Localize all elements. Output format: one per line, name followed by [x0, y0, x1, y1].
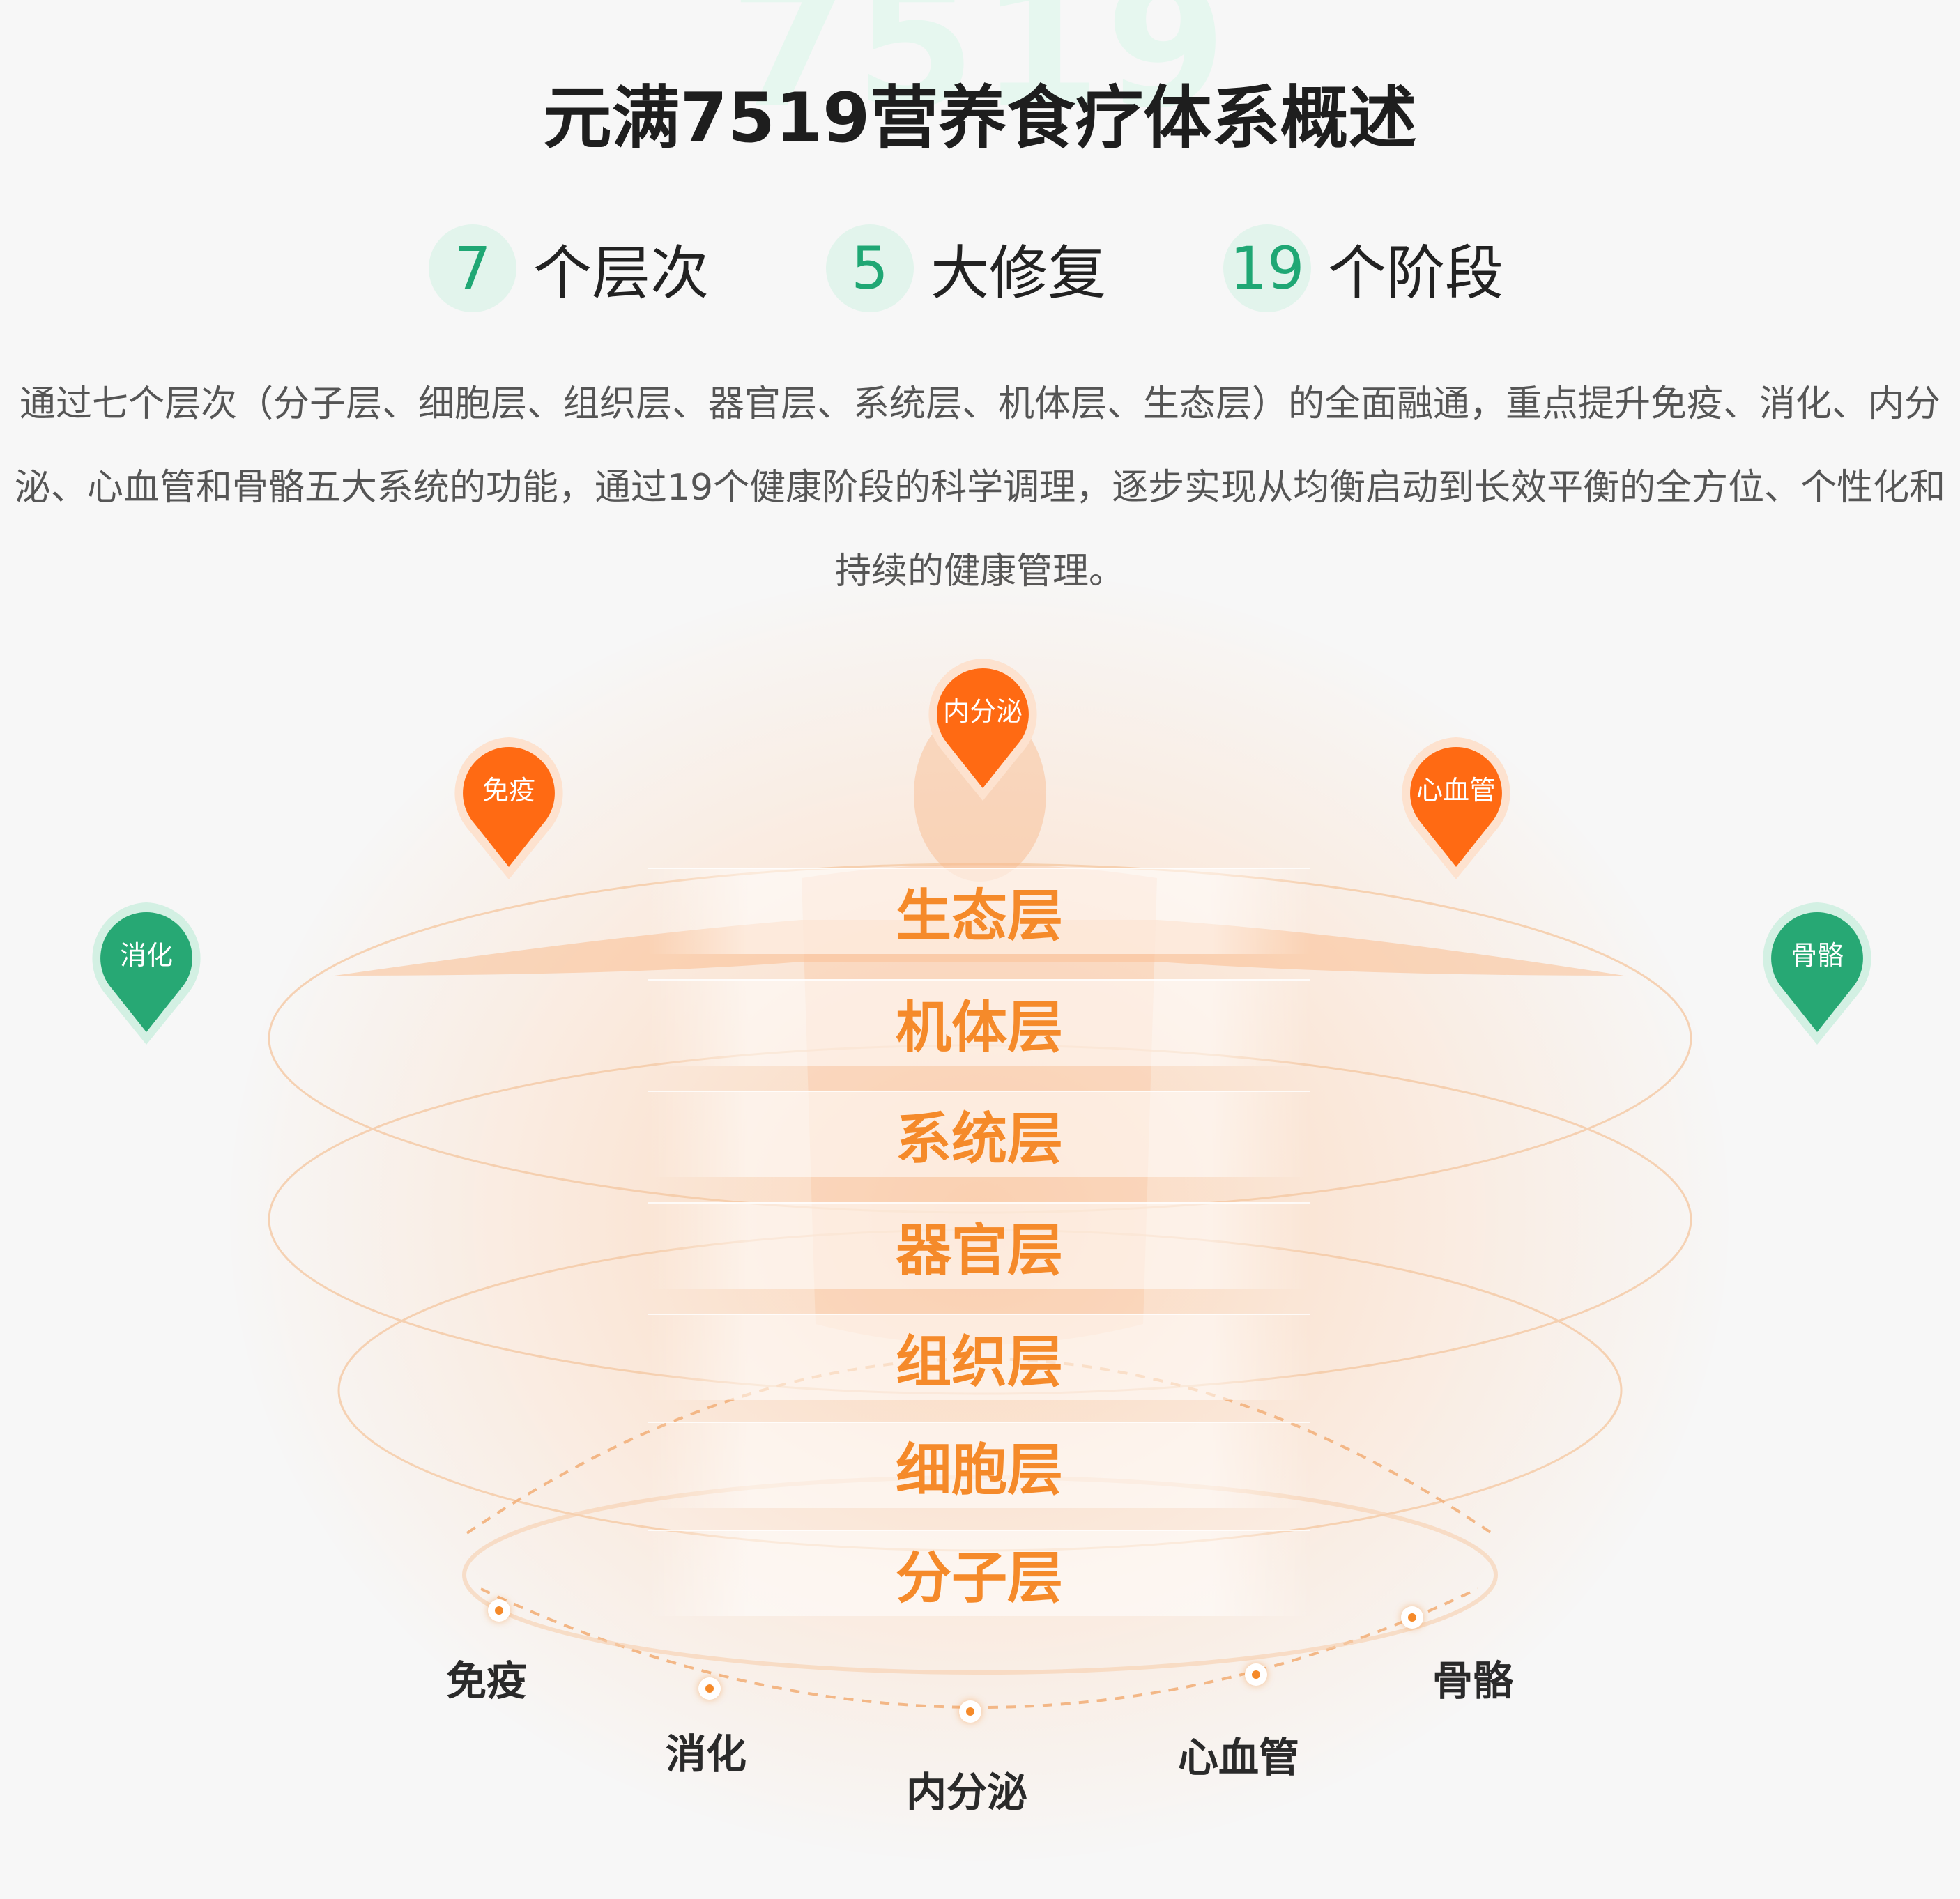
layer-label: 器官层 [896, 1218, 1063, 1283]
cycle-dot [1401, 1606, 1423, 1629]
layer-organ: 器官层 [648, 1202, 1310, 1289]
cycle-dot [488, 1599, 510, 1622]
layer-tissue: 组织层 [648, 1314, 1310, 1400]
stat-stages-value: 19 [1223, 224, 1311, 312]
page-title: 元满7519营养食疗体系概述 [543, 79, 1417, 158]
layer-cell: 细胞层 [648, 1422, 1310, 1508]
pin-label: 心血管 [1416, 775, 1496, 806]
cycle-dot [1245, 1663, 1267, 1686]
pin-skeletal: 骨骼 [1754, 895, 1880, 1052]
pin-digestion: 消化 [84, 895, 209, 1052]
stat-stages: 19 个阶段 [1223, 223, 1503, 314]
cycle-dot [698, 1677, 721, 1700]
map-pin-icon [454, 737, 563, 879]
stat-repairs: 5 大修复 [826, 223, 1106, 314]
layer-label: 细胞层 [896, 1438, 1063, 1502]
layer-system: 系统层 [648, 1091, 1310, 1177]
layer-label: 组织层 [896, 1330, 1063, 1394]
stat-repairs-value: 5 [826, 224, 914, 312]
map-pin-icon [92, 902, 201, 1045]
cycle-dot [959, 1700, 981, 1723]
layer-organism: 机体层 [648, 979, 1310, 1066]
pin-label: 免疫 [482, 775, 535, 806]
layer-molecule: 分子层 [648, 1530, 1310, 1616]
cycle-label-immune: 免疫 [446, 1657, 528, 1705]
pin-label: 内分泌 [942, 696, 1023, 727]
layer-label: 生态层 [896, 884, 1063, 948]
cycle-label-skeletal: 骨骼 [1432, 1657, 1514, 1705]
pin-cardiovascular: 心血管 [1393, 730, 1519, 886]
pin-label: 消化 [119, 940, 173, 971]
pin-endocrine: 内分泌 [920, 652, 1046, 808]
map-pin-icon [1763, 902, 1871, 1045]
layer-label: 分子层 [896, 1546, 1063, 1610]
pin-immune: 免疫 [446, 730, 572, 886]
layer-label: 系统层 [896, 1107, 1063, 1171]
map-pin-icon [928, 659, 1037, 801]
pin-label: 骨骼 [1790, 940, 1844, 971]
stat-layers: 7 个层次 [429, 223, 709, 314]
cycle-label-digestion: 消化 [666, 1730, 747, 1778]
stat-layers-value: 7 [429, 224, 516, 312]
stat-layers-label: 个层次 [533, 238, 710, 307]
layer-ecology: 生态层 [648, 868, 1310, 954]
stat-repairs-label: 大修复 [931, 238, 1107, 307]
map-pin-icon [1402, 737, 1510, 879]
cycle-label-endocrine: 内分泌 [906, 1769, 1028, 1816]
stat-stages-label: 个阶段 [1328, 238, 1504, 307]
cycle-label-cardiovascular: 心血管 [1178, 1734, 1300, 1781]
layer-label: 机体层 [896, 995, 1063, 1060]
background-number-watermark: 7519 [729, 0, 1231, 146]
